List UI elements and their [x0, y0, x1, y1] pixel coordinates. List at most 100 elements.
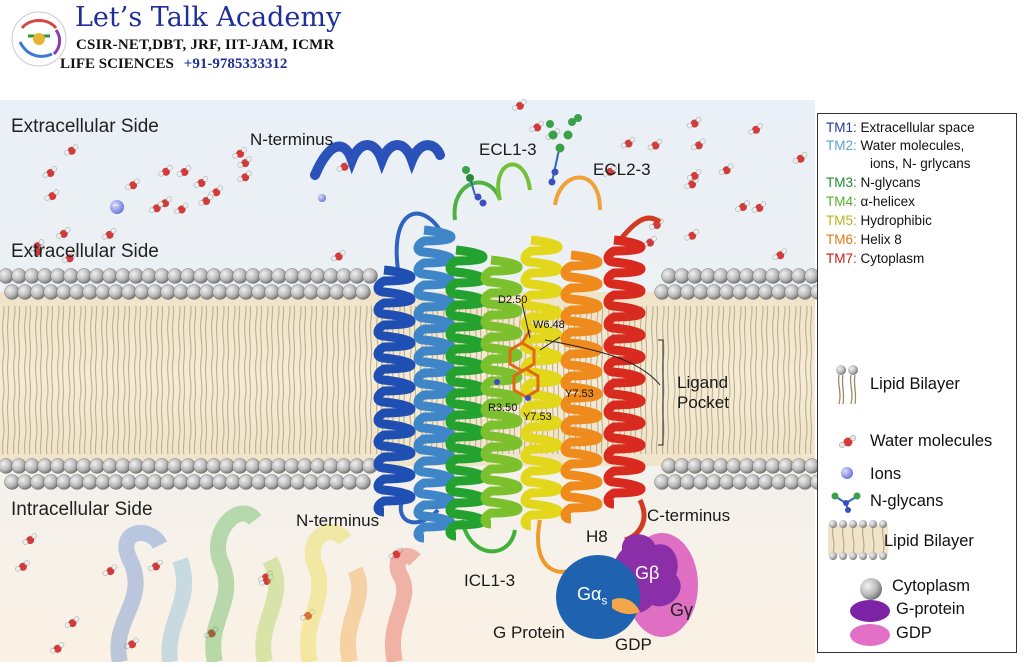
water-molecule-icon: [63, 144, 79, 156]
water-molecule-icon: [686, 169, 702, 181]
pink-ellipse-icon: [850, 624, 890, 646]
brand-title: Let’s Talk Academy: [75, 2, 342, 33]
water-molecule-icon: [158, 164, 173, 177]
water-molecule-icon: [42, 166, 58, 178]
water-molecule-icon: [751, 201, 767, 213]
water-molecule-icon: [237, 170, 252, 183]
water-molecule-icon: [232, 147, 247, 159]
water-molecule-icon: [772, 248, 788, 261]
water-molecule-icon: [176, 165, 192, 177]
water-molecule-icon: [529, 120, 545, 133]
legend-key-lipid-bilayer: Lipid Bilayer: [870, 375, 960, 393]
brand-subject: LIFE SCIENCES: [60, 56, 174, 72]
legend-key-lipid-bilayer-2: Lipid Bilayer: [884, 532, 974, 550]
legend-tm7: TM7: Cytoplasm: [826, 251, 925, 266]
residue-d250-label: D2.50: [498, 294, 528, 306]
residue-y753a-label: Y7.53: [565, 388, 594, 400]
water-molecule-icon: [330, 249, 346, 262]
background-receptor: [110, 505, 421, 664]
water-molecule-icon: [22, 533, 37, 545]
g-gamma-label: Gγ: [670, 600, 694, 620]
water-molecule-icon: [148, 559, 163, 572]
legend-tm2-cont: ions, N- grlycans: [870, 156, 971, 171]
water-molecule-icon: [44, 189, 60, 201]
ecl1-label: ECL1-3: [479, 140, 537, 159]
brand-phone: +91-9785333312: [183, 56, 288, 72]
brand-subtitle-contact: LIFE SCIENCES +91-9785333312: [60, 56, 287, 73]
ligand-pocket-label-line2: Pocket: [677, 393, 729, 412]
c-terminus-label: C-terminus: [647, 506, 731, 525]
water-molecule-icon: [684, 177, 699, 190]
g-alpha-label: Gαs: [577, 584, 608, 608]
water-molecule-icon: [61, 251, 77, 264]
water-molecule-icon: [124, 637, 139, 650]
water-molecule-icon: [388, 547, 404, 560]
g-alpha-subunit: [556, 555, 640, 639]
g-protein-label: G Protein: [493, 623, 565, 642]
ion-icon: [841, 467, 853, 479]
g-protein-complex: [556, 533, 698, 639]
legend-key-gdp: GDP: [896, 624, 932, 642]
ion-charge-label: –: [113, 199, 120, 211]
legend-key-ions: Ions: [870, 465, 902, 483]
extracellular-side-mid-label: Extracellular Side: [11, 241, 159, 262]
water-molecule-icon: [735, 200, 750, 212]
legend-tm2: TM2: Water molecules,: [826, 138, 965, 153]
water-molecule-icon: [686, 116, 702, 129]
residue-w648-label: W6.48: [533, 319, 565, 331]
water-molecule-icon: [173, 202, 189, 215]
ecl2-label: ECL2-3: [593, 160, 651, 179]
glycan-icon: [831, 492, 861, 513]
water-molecule-icon: [718, 163, 734, 176]
water-molecule-icon: [691, 138, 706, 151]
water-molecule-icon: [258, 574, 274, 586]
gdp-label: GDP: [615, 635, 652, 654]
water-molecule-icon: [101, 228, 117, 240]
water-molecules: [15, 99, 808, 654]
legend-tm3: TM3: N-glycans: [826, 175, 921, 190]
legend-tm5: TM5: Hydrophibic: [826, 213, 932, 228]
legend-key-cytoplasm: Cytoplasm: [892, 577, 970, 595]
g-beta-label: Gβ: [635, 563, 660, 583]
water-molecule-icon: [512, 99, 527, 111]
water-molecule-icon: [748, 123, 763, 135]
water-molecule-icon: [838, 434, 857, 449]
brand-subtitle-exams: CSIR-NET,DBT, JRF, IIT-JAM, ICMR: [76, 37, 335, 53]
water-molecule-icon: [602, 165, 617, 177]
n-terminus-bottom-label: N-terminus: [296, 511, 380, 530]
water-molecule-icon: [125, 178, 140, 191]
icl-label: ICL1-3: [464, 571, 516, 590]
legend-key-nglycans: N-glycans: [870, 492, 944, 510]
water-molecule-icon: [203, 626, 219, 639]
intracellular-side-label: Intracellular Side: [11, 499, 153, 520]
bilayer-strip-icon: [828, 520, 888, 560]
water-molecule-icon: [148, 201, 164, 214]
water-molecule-icon: [49, 642, 65, 654]
legend-tm6: TM6: Helix 8: [826, 232, 902, 247]
logo-emblem-icon: [11, 11, 67, 67]
legend-panel: TM1: Extracellular space TM2: Water mole…: [817, 113, 1017, 653]
legend-tm1: TM1: Extracellular space: [826, 120, 975, 135]
gdp-molecule: [612, 598, 640, 615]
water-molecule-icon: [193, 176, 209, 188]
purple-ellipse-icon: [850, 600, 890, 622]
water-molecule-icon: [620, 136, 636, 149]
lipid-heads-bottom: [0, 458, 826, 490]
residue-y753b-label: Y7.53: [523, 411, 552, 423]
water-molecule-icon: [15, 560, 30, 572]
ion-icon: [110, 200, 124, 214]
water-molecule-icon: [102, 564, 118, 576]
water-molecule-icon: [647, 138, 663, 151]
water-molecule-icon: [792, 151, 808, 164]
residue-r350-label: R3.50: [488, 402, 518, 414]
ion-icon: [318, 194, 326, 202]
water-molecule-icon: [684, 229, 699, 241]
lipid-pair-icon: [836, 365, 858, 405]
water-molecule-icon: [198, 194, 213, 206]
extracellular-side-top-label: Extracellular Side: [11, 116, 159, 137]
water-molecule-icon: [64, 616, 80, 628]
water-molecule-icon: [237, 156, 252, 168]
sphere-icon: [860, 578, 882, 600]
